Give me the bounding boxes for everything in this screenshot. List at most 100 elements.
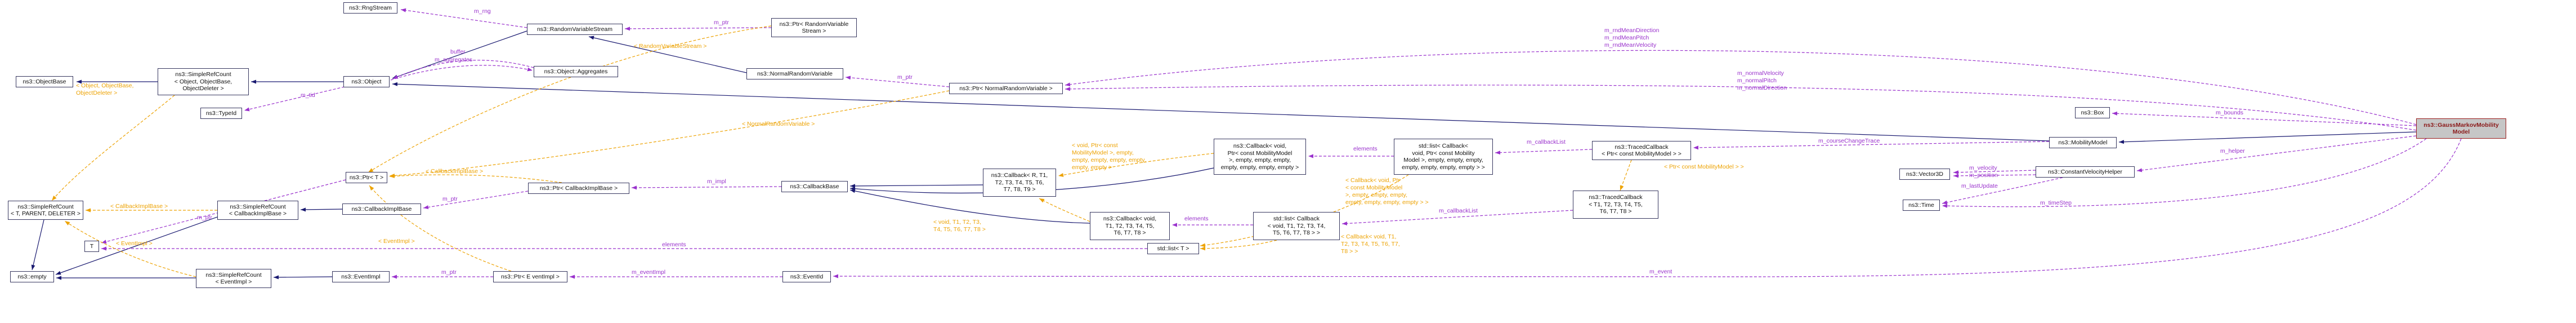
node-ptr-callback-impl-base-label: ns3::Ptr< CallbackImplBase > (539, 184, 618, 192)
node-traced-callback-template[interactable]: ns3::TracedCallback< T1, T2, T3, T4, T5,… (1573, 191, 1658, 219)
node-simple-ref-count-t[interactable]: ns3::SimpleRefCount< T, PARENT, DELETER … (8, 201, 83, 220)
node-ptr-callback-impl-base[interactable]: ns3::Ptr< CallbackImplBase > (528, 183, 629, 194)
node-random-variable-stream-label: ns3::RandomVariableStream (536, 25, 613, 33)
node-callback-base[interactable]: ns3::CallbackBase (781, 181, 848, 192)
node-callback-mobility-model-label: empty, empty, empty, empty > (1220, 163, 1299, 171)
node-type-id-label: ns3::TypeId (205, 109, 237, 117)
node-constant-velocity-helper[interactable]: ns3::ConstantVelocityHelper (2036, 166, 2135, 178)
template-edge-label-void-t1-t2-t3: < void, T1, T2, T3,T4, T5, T6, T7, T8 > (933, 219, 986, 233)
edge-tpl-ptr-rvs (368, 25, 772, 173)
member-edge-label-m-ptr: m_ptr (441, 269, 457, 276)
node-event-impl[interactable]: ns3::EventImpl (332, 271, 390, 282)
edge-m-bounds (2112, 111, 2417, 126)
node-list-callback-mobility-model-label: Model >, empty, empty, empty, (1403, 157, 1483, 163)
template-edge-label-callback-void-ptr: < Callback< void, Ptr< const MobilityMod… (1345, 177, 1429, 206)
edge-m-ptr-nrv (845, 76, 950, 87)
node-object-aggregates-label: ns3::Object::Aggregates (544, 68, 608, 75)
node-callback-impl-base[interactable]: ns3::CallbackImplBase (342, 203, 421, 215)
node-normal-random-variable[interactable]: ns3::NormalRandomVariable (746, 68, 843, 79)
edge-tpl-simplerefcount-object (51, 95, 175, 201)
node-callback-template-label: T7, T8, T9 > (1003, 186, 1036, 193)
node-simple-ref-count-object-label: ObjectDeleter > (182, 85, 224, 92)
member-edge-label-m-callbacklist: m_callbackList (1439, 207, 1478, 214)
node-ptr-t-label: ns3::Ptr< T > (349, 174, 384, 181)
node-ptr-event-impl[interactable]: ns3::Ptr< E ventImpl > (493, 271, 567, 282)
edge-callback-template-to-callbackbase (849, 184, 983, 188)
edge-tpl-tracedcallback (1620, 160, 1632, 191)
edge-simplerefcount-cib-to-empty (55, 216, 218, 275)
node-object[interactable]: ns3::Object (343, 76, 390, 87)
node-object-base[interactable]: ns3::ObjectBase (16, 76, 73, 87)
template-edge-label-normalrandomvariable: < NormalRandomVariable > (742, 121, 815, 127)
node-box[interactable]: ns3::Box (2075, 107, 2110, 118)
node-ptr-t[interactable]: ns3::Ptr< T > (346, 172, 387, 183)
member-edge-label-m-callbacklist: m_callbackList (1527, 139, 1566, 145)
node-normal-random-variable-label: ns3::NormalRandomVariable (757, 70, 833, 77)
node-callback-template[interactable]: ns3::Callback< R, T1,T2, T3, T4, T5, T6,… (983, 169, 1056, 197)
edge-tpl-list-t1t8 (1200, 240, 1277, 251)
node-object-label: ns3::Object (351, 78, 382, 85)
node-rng-stream[interactable]: ns3::RngStream (343, 2, 397, 14)
member-edge-label-m-ptr: m_ptr (714, 19, 729, 26)
edge-gaussmarkov-to-mobilitymodel (2118, 131, 2417, 144)
edge-m-normal-trio (1065, 85, 2417, 131)
node-ptr-normal-random-variable[interactable]: ns3::Ptr< NormalRandomVariable > (949, 83, 1063, 94)
node-callback-mobility-model-label: Ptr< const MobilityModel (1227, 149, 1293, 157)
edge-m-ptr-rvs (624, 26, 772, 31)
node-simple-ref-count-object[interactable]: ns3::SimpleRefCount< Object, ObjectBase,… (158, 68, 249, 95)
member-edge-label-m-aggregates: m_aggregates (435, 56, 473, 63)
node-empty[interactable]: ns3::empty (10, 271, 54, 282)
member-edge-label-m-lastupdate: m_lastUpdate (1961, 183, 1998, 189)
node-traced-callback-mobility-model[interactable]: ns3::TracedCallback< Ptr< const Mobility… (1592, 141, 1691, 160)
node-simple-ref-count-t-label: < T, PARENT, DELETER > (11, 210, 80, 217)
member-edge-label-m-event: m_event (1649, 268, 1672, 275)
node-event-impl-label: ns3::EventImpl (341, 273, 381, 280)
template-edge-label-eventimpl: < EventImpl > (116, 240, 153, 247)
edge-m-helper (2136, 135, 2417, 172)
edge-callback-t1t8-to-callbackbase (849, 189, 1090, 224)
node-list-callback-t1-t8-label: T5, T6, T7, T8 > > (1272, 229, 1321, 237)
node-vector3d[interactable]: ns3::Vector3D (1899, 169, 1950, 180)
node-simple-ref-count-event-impl-label: < EventImpl > (215, 278, 252, 285)
node-callback-t1-t8[interactable]: ns3::Callback< void,T1, T2, T3, T4, T5,T… (1090, 212, 1170, 240)
edge-buffer (392, 60, 534, 79)
node-callback-template-label: ns3::Callback< R, T1, (991, 172, 1048, 179)
node-ptr-normal-random-variable-label: ns3::Ptr< NormalRandomVariable > (959, 85, 1053, 92)
edge-m-lastupdate (1942, 177, 2063, 205)
node-random-variable-stream[interactable]: ns3::RandomVariableStream (527, 24, 623, 35)
node-traced-callback-template-label: < T1, T2, T3, T4, T5, (1589, 201, 1643, 208)
node-callback-t1-t8-label: ns3::Callback< void, (1103, 215, 1157, 223)
node-callback-t1-t8-label: T1, T2, T3, T4, T5, (1105, 222, 1155, 229)
node-callback-mobility-model[interactable]: ns3::Callback< void,Ptr< const MobilityM… (1214, 139, 1306, 175)
node-traced-callback-mobility-model-label: < Ptr< const MobilityModel > > (1602, 151, 1681, 157)
member-edge-label-m-bounds: m_bounds (2216, 109, 2244, 116)
node-simple-ref-count-callback-impl-base[interactable]: ns3::SimpleRefCount< CallbackImplBase > (217, 201, 298, 220)
node-type-id[interactable]: ns3::TypeId (200, 108, 242, 119)
edge-m-velocity (1953, 170, 2036, 175)
edge-m-event (833, 138, 2462, 278)
node-list-callback-mobility-model: std::list< Callback<void, Ptr< const Mob… (1394, 139, 1493, 175)
member-edge-label-m-ptr: m_ptr (197, 214, 212, 221)
node-callback-t1-t8-label: T6, T7, T8 > (1113, 229, 1146, 237)
node-event-id[interactable]: ns3::EventId (782, 271, 831, 282)
node-callback-impl-base-label: ns3::CallbackImplBase (351, 205, 412, 213)
edge-m-timestep (1942, 138, 2427, 208)
member-edge-label-elements: elements (1353, 145, 1378, 152)
template-edge-label-callback-void-t1: < Callback< void, T1,T2, T3, T4, T5, T6,… (1341, 233, 1400, 255)
node-simple-ref-count-event-impl-label: ns3::SimpleRefCount (205, 271, 262, 278)
node-time[interactable]: ns3::Time (1903, 200, 1940, 211)
edge-m-coursechangetrace (1693, 141, 2050, 150)
node-mobility-model[interactable]: ns3::MobilityModel (2049, 137, 2117, 148)
member-edge-label-m-eventimpl: m_eventImpl (632, 269, 666, 276)
node-vector3d-label: ns3::Vector3D (1906, 170, 1943, 178)
member-edge-label-elements: elements (1184, 215, 1209, 222)
node-object-aggregates[interactable]: ns3::Object::Aggregates (534, 66, 618, 77)
node-ptr-random-variable-stream-label: Stream > (802, 28, 826, 34)
node-simple-ref-count-event-impl[interactable]: ns3::SimpleRefCount< EventImpl > (196, 269, 271, 288)
